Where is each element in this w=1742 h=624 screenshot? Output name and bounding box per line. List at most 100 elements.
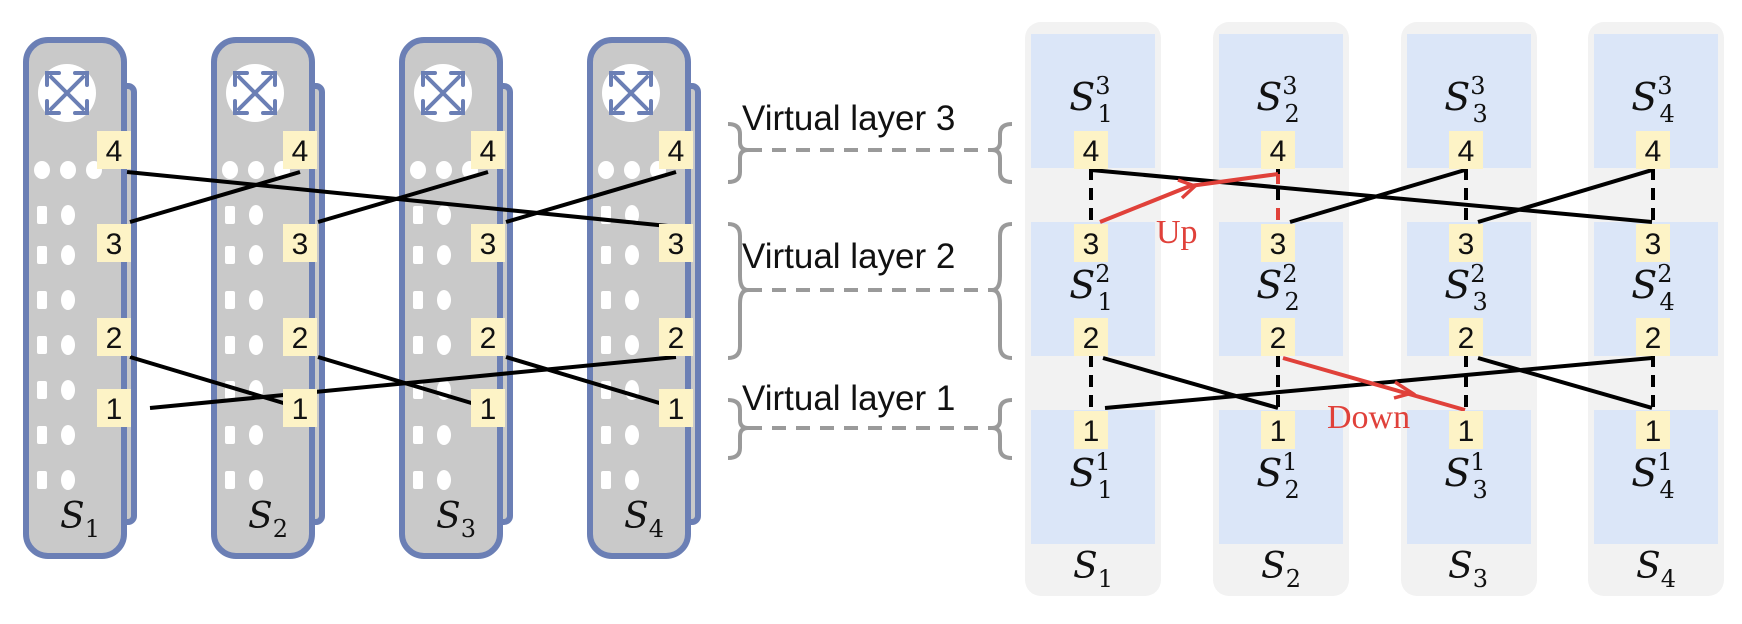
port-number: 1 [292, 393, 309, 426]
port-number: 2 [292, 322, 309, 355]
port-2: 2 [283, 318, 317, 356]
port-number: 2 [1645, 322, 1662, 355]
port-3: 3 [283, 224, 317, 262]
vent-slot [225, 471, 235, 489]
port-4: 4 [471, 131, 505, 169]
vent-hole [222, 161, 238, 179]
port-1: 1 [97, 389, 131, 427]
up-label: Up [1156, 214, 1198, 251]
vent-hole [249, 205, 263, 225]
port-number: 3 [668, 228, 685, 261]
port-4: 4 [659, 131, 693, 169]
port-2: 2 [1449, 318, 1483, 356]
vent-hole [625, 205, 639, 225]
port-3: 3 [471, 224, 505, 262]
port-number: 4 [1458, 135, 1475, 168]
port-1: 1 [1261, 411, 1295, 449]
port-3: 3 [1636, 224, 1670, 262]
port-4: 4 [1636, 131, 1670, 169]
router-icon [414, 64, 472, 122]
vent-hole [249, 245, 263, 265]
port-number: 1 [1645, 415, 1662, 448]
vent-hole [60, 161, 76, 179]
column-label-2: S2 [1261, 546, 1301, 593]
vent-hole [437, 470, 451, 490]
port-1: 1 [659, 389, 693, 427]
vent-slot [225, 206, 235, 224]
port-number: 3 [292, 228, 309, 261]
port-2: 2 [1636, 318, 1670, 356]
up-arrow-head [1177, 178, 1199, 200]
port-number: 4 [1645, 135, 1662, 168]
port-3: 3 [1261, 224, 1295, 262]
port-number: 4 [668, 135, 685, 168]
vent-hole [437, 245, 451, 265]
port-number: 4 [1083, 135, 1100, 168]
port-number: 2 [1270, 322, 1287, 355]
port-number: 2 [480, 322, 497, 355]
port-1: 1 [1074, 411, 1108, 449]
port-number: 1 [668, 393, 685, 426]
port-1: 1 [471, 389, 505, 427]
port-number: 2 [1458, 322, 1475, 355]
vent-hole [249, 470, 263, 490]
vent-hole [625, 335, 639, 355]
virtual-column-2 [1213, 22, 1349, 596]
column-label-4: S4 [1636, 546, 1676, 593]
vent-hole [437, 335, 451, 355]
vent-slot [601, 336, 611, 354]
router-icon [602, 64, 660, 122]
port-3: 3 [1074, 224, 1108, 262]
vent-slot [601, 471, 611, 489]
port-4: 4 [1074, 131, 1108, 169]
vent-slot [225, 336, 235, 354]
port-3: 3 [659, 224, 693, 262]
vent-hole [436, 161, 452, 179]
virtual-links [1090, 168, 1653, 410]
vent-slot [601, 291, 611, 309]
port-number: 3 [1458, 228, 1475, 261]
switch-label-4: S4 [624, 496, 664, 543]
vent-hole [249, 290, 263, 310]
brace-right-layer3 [991, 122, 1013, 184]
down-arrow-head [1393, 380, 1417, 400]
vent-slot [37, 381, 47, 399]
port-number: 2 [106, 322, 123, 355]
port-number: 4 [106, 135, 123, 168]
vent-hole [437, 205, 451, 225]
vent-slot [413, 291, 423, 309]
port-number: 3 [480, 228, 497, 261]
vent-slot [225, 291, 235, 309]
vent-hole [61, 380, 75, 400]
port-number: 1 [106, 393, 123, 426]
vent-hole [61, 205, 75, 225]
vent-slot [413, 246, 423, 264]
vent-hole [437, 290, 451, 310]
port-2: 2 [97, 318, 131, 356]
port-number: 2 [1083, 322, 1100, 355]
down-label: Down [1327, 399, 1410, 436]
vent-hole [625, 470, 639, 490]
switch-label-1: S1 [60, 496, 100, 543]
vent-slot [37, 206, 47, 224]
router-icon [38, 64, 96, 122]
vent-slot [601, 426, 611, 444]
physical-links [126, 170, 677, 410]
vent-slot [37, 291, 47, 309]
vent-hole [625, 425, 639, 445]
port-number: 2 [668, 322, 685, 355]
column-labels: S1 S2 S3 S4 [1073, 546, 1676, 593]
vent-hole [249, 425, 263, 445]
switch-label-3: S3 [436, 496, 476, 543]
port-number: 3 [1270, 228, 1287, 261]
